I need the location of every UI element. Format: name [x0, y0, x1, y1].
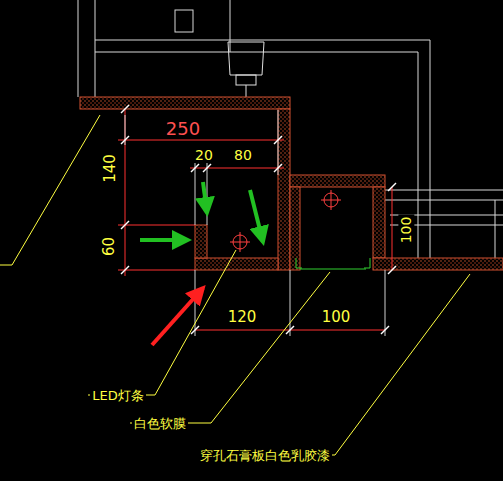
dimension-line [118, 109, 392, 330]
callout-label: 穿孔石膏板白色乳胶漆 [198, 448, 332, 463]
dimension-text: 140 [101, 152, 118, 185]
dimension-tick [121, 105, 396, 334]
dimension-text: 100 [398, 215, 414, 246]
annotation-arrow [140, 182, 263, 345]
dimension-text: 60 [102, 234, 119, 257]
callout-label: LED灯条 [90, 388, 145, 403]
dimension-text: 80 [232, 147, 254, 163]
extension-line [125, 110, 385, 336]
gypsum-board [80, 97, 503, 270]
callout-label: 白色软膜 [132, 416, 188, 431]
dimension-text: 100 [320, 309, 353, 326]
dimension-text: 20 [193, 147, 215, 163]
sprinkler-fixture [228, 42, 264, 97]
led-symbol [230, 190, 341, 252]
dimension-text: 250 [164, 119, 202, 139]
soft-membrane [296, 258, 370, 269]
dimension-text: 120 [226, 309, 259, 326]
leader-line [0, 115, 470, 455]
